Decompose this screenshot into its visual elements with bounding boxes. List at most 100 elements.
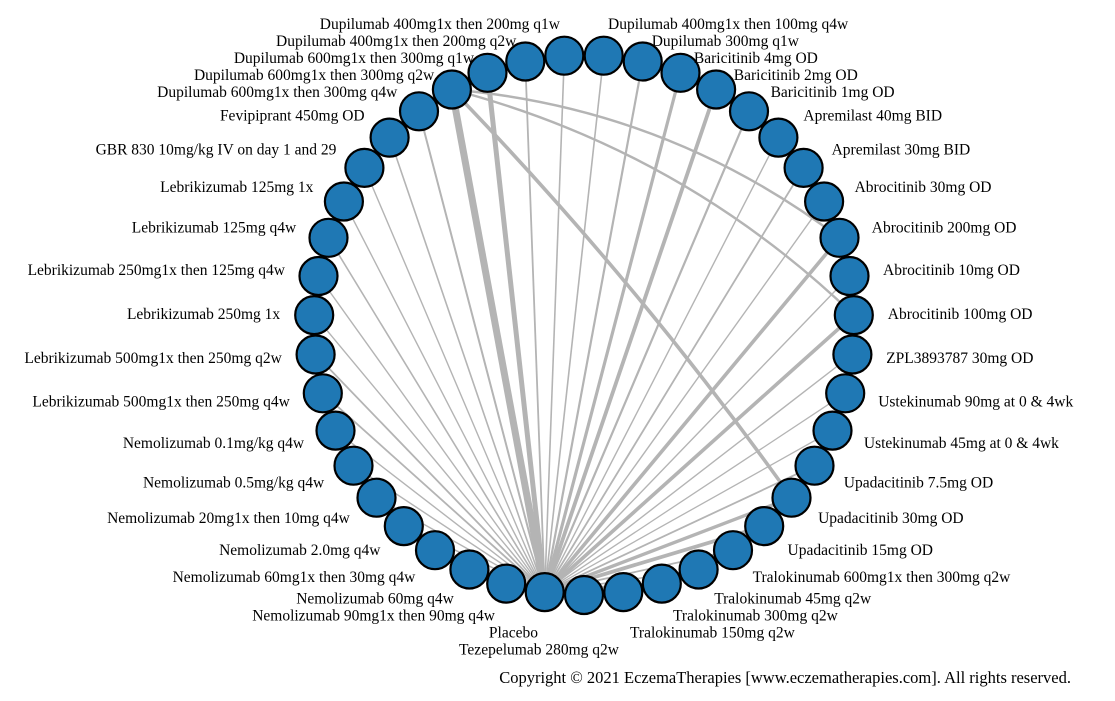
treatment-node	[783, 147, 824, 188]
treatment-node	[505, 41, 546, 82]
treatment-label: Dupilumab 600mg1x then 300mg q2w	[194, 67, 435, 84]
treatment-label: Lebrikizumab 125mg q4w	[132, 220, 297, 237]
treatment-node	[398, 91, 440, 132]
treatment-node	[467, 52, 508, 93]
treatment-label: Nemolizumab 60mg1x then 30mg q4w	[173, 569, 417, 586]
treatment-node	[583, 35, 624, 76]
comparison-edge	[388, 137, 546, 593]
treatment-node	[819, 217, 860, 258]
treatment-node	[803, 181, 845, 222]
treatment-node	[294, 295, 335, 336]
treatment-node	[744, 505, 785, 547]
treatment-node	[832, 334, 873, 375]
treatment-node	[544, 35, 585, 76]
treatment-label: Lebrikizumab 125mg 1x	[160, 179, 313, 196]
comparison-edge	[543, 236, 841, 594]
treatment-label: Abrocitinib 30mg OD	[855, 179, 992, 196]
comparison-edge	[322, 392, 546, 593]
treatment-label: Nemolizumab 60mg q4w	[296, 590, 454, 607]
treatment-label: Abrocitinib 200mg OD	[872, 220, 1017, 237]
comparison-edge	[363, 167, 546, 593]
treatment-node	[812, 410, 853, 451]
treatment-label: Lebrikizumab 500mg1x then 250mg q4w	[32, 393, 290, 410]
treatment-label: Nemolizumab 0.5mg/kg q4w	[143, 474, 325, 491]
treatment-label: Upadacitinib 30mg OD	[818, 510, 964, 527]
treatment-label: Apremilast 30mg BID	[832, 141, 971, 158]
treatment-node	[563, 574, 605, 616]
comparison-edge	[313, 314, 546, 593]
treatment-label: Baricitinib 1mg OD	[771, 84, 895, 101]
comparison-edge	[451, 88, 841, 239]
treatment-node	[298, 255, 339, 297]
comparison-edge	[543, 55, 566, 593]
treatment-label: Dupilumab 400mg1x then 200mg q1w	[320, 16, 561, 33]
comparison-edge	[450, 88, 793, 499]
treatment-label: Nemolizumab 90mg1x then 90mg q4w	[252, 607, 496, 624]
treatment-label: Dupilumab 400mg1x then 200mg q2w	[276, 33, 517, 50]
treatment-label: ZPL3893787 30mg OD	[886, 350, 1033, 367]
treatment-node	[695, 69, 737, 110]
treatment-node	[758, 117, 799, 158]
treatment-node	[414, 530, 456, 571]
treatment-label: Abrocitinib 100mg OD	[888, 306, 1033, 323]
comparison-edge	[451, 88, 855, 316]
comparison-edge	[317, 275, 546, 593]
comparison-edge	[524, 61, 546, 593]
treatment-node	[603, 571, 644, 613]
treatment-label: Dupilumab 600mg1x then 300mg q1w	[234, 50, 475, 67]
treatment-node	[728, 91, 770, 132]
treatment-label: Tralokinumab 45mg q2w	[714, 590, 872, 607]
treatment-label: Dupilumab 600mg1x then 300mg q4w	[157, 84, 398, 101]
treatment-label: Tralokinumab 600mg1x then 300mg q2w	[753, 569, 1012, 586]
comparison-edge	[543, 61, 644, 593]
treatment-label: Upadacitinib 15mg OD	[788, 542, 934, 559]
comparison-edge	[418, 111, 546, 593]
comparison-edge	[343, 201, 546, 593]
comparison-edge	[543, 313, 856, 594]
treatment-label: Fevipiprant 450mg OD	[220, 107, 365, 124]
treatment-label: GBR 830 10mg/kg IV on day 1 and 29	[96, 141, 337, 158]
treatment-label: Dupilumab 300mg q1w	[652, 33, 800, 50]
treatment-label: Upadacitinib 7.5mg OD	[844, 474, 993, 491]
treatment-label: Apremilast 40mg BID	[803, 107, 942, 124]
treatment-node	[712, 530, 754, 571]
comparison-edge	[544, 353, 853, 593]
treatment-label: Placebo	[489, 624, 538, 641]
treatment-node	[794, 445, 835, 486]
treatment-node	[825, 373, 866, 414]
treatment-node	[323, 181, 364, 222]
comparison-edge	[543, 167, 805, 593]
treatment-node	[771, 477, 812, 518]
treatment-label: Baricitinib 4mg OD	[694, 50, 818, 67]
treatment-node	[449, 549, 490, 590]
comparison-edge	[544, 275, 851, 593]
treatment-node	[315, 410, 356, 451]
treatment-label: Nemolizumab 2.0mg q4w	[219, 542, 381, 559]
treatment-node	[356, 477, 397, 518]
treatment-node	[308, 217, 349, 258]
treatment-node	[383, 505, 424, 547]
treatment-label: Abrocitinib 10mg OD	[883, 262, 1020, 279]
comparison-edge	[314, 353, 546, 593]
treatment-node	[333, 445, 374, 486]
comparison-edge	[327, 237, 546, 593]
treatment-label: Lebrikizumab 250mg 1x	[127, 306, 280, 323]
treatment-label: Ustekinumab 45mg at 0 & 4wk	[864, 435, 1059, 452]
comparison-edge	[543, 55, 605, 593]
comparison-edge	[542, 88, 718, 593]
treatment-label: Nemolizumab 0.1mg/kg q4w	[123, 435, 305, 452]
treatment-label: Lebrikizumab 500mg1x then 250mg q2w	[24, 350, 282, 367]
comparison-edge	[544, 464, 815, 593]
treatment-label: Nemolizumab 20mg1x then 10mg q4w	[107, 510, 351, 527]
comparison-edge	[448, 88, 549, 593]
comparison-edge	[544, 137, 780, 593]
treatment-label: Tralokinumab 150mg q2w	[630, 624, 796, 641]
treatment-node	[369, 117, 410, 158]
node-layer	[294, 35, 874, 616]
treatment-node	[486, 563, 527, 604]
treatment-node	[344, 147, 385, 188]
comparison-edge	[544, 430, 833, 593]
treatment-node	[431, 69, 472, 110]
